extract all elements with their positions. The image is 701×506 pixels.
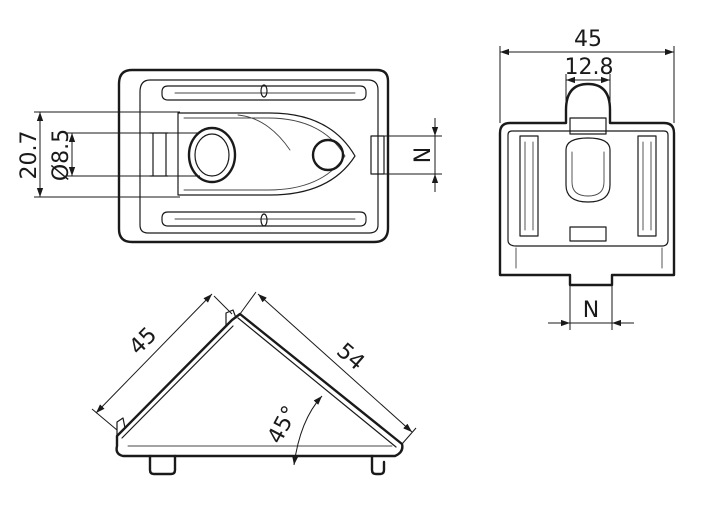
dim-n-side-label: N	[583, 298, 599, 323]
dim-side-45-label: 45	[125, 323, 162, 360]
dim-20-7-label: 20.7	[17, 131, 42, 180]
dim-12-8-label: 12.8	[565, 55, 614, 80]
top-view-dimensions	[34, 111, 442, 198]
dim-45-label: 45	[574, 27, 602, 52]
dim-n-top-label: N	[411, 147, 436, 163]
dim-diameter-8-5-label: Ø8.5	[49, 129, 74, 181]
top-view	[117, 68, 390, 244]
dim-angle-45-label: 45°	[263, 402, 303, 448]
triangle-view-dimensions	[91, 291, 417, 466]
side-view	[498, 82, 676, 287]
triangle-view	[115, 309, 404, 476]
side-view-dimensions	[499, 46, 675, 330]
dim-hyp-54-label: 54	[331, 338, 369, 375]
